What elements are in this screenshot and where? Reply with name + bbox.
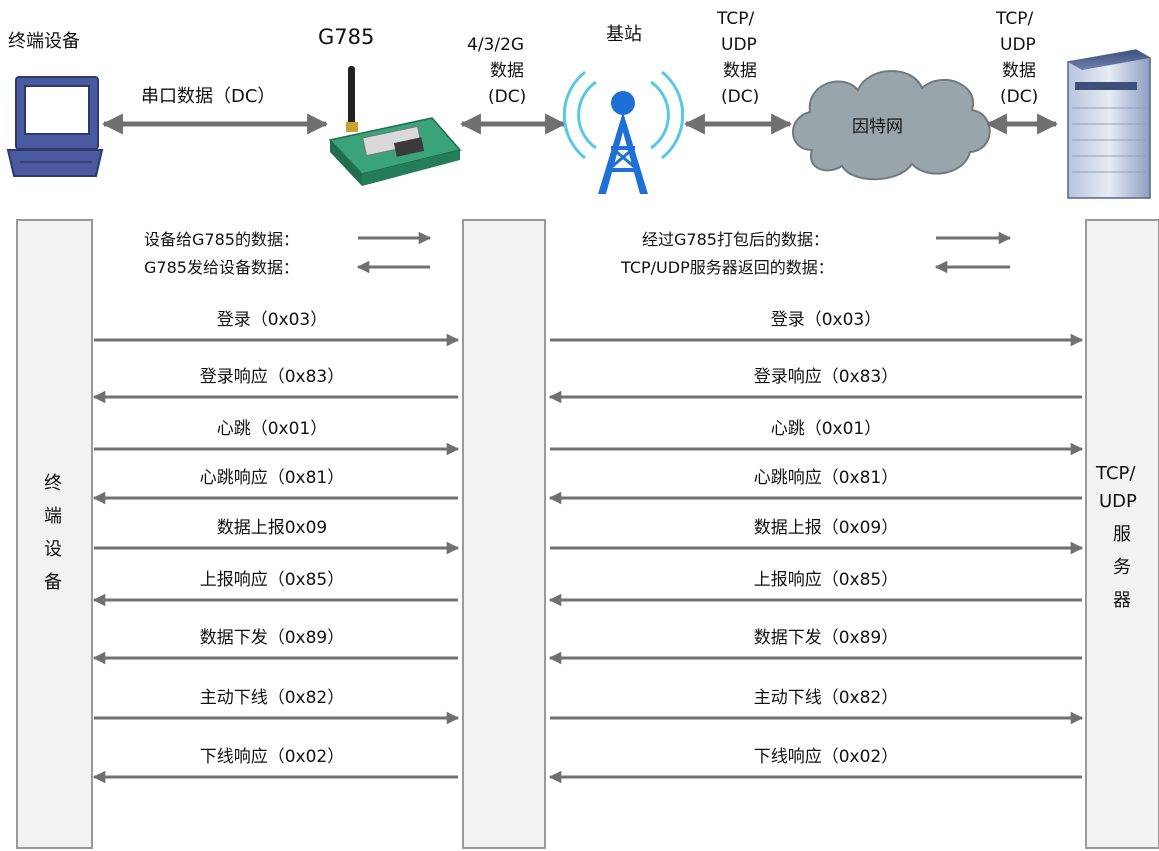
left-message-group: 登录（0x03） 登录响应（0x83） 心跳（0x01） 心跳响应（0x81） 数据上报… — [92, 310, 460, 784]
terminal-col-char-4: 备 — [44, 572, 62, 593]
terminal-lifeline — [16, 219, 93, 849]
tcp-label-3: 数据 — [723, 61, 757, 81]
server-col-line-2: UDP — [1099, 491, 1137, 512]
left-message-label-3: 心跳（0x01） — [217, 419, 328, 439]
right-message-label-4: 心跳响应（0x81） — [754, 468, 899, 488]
right-message-group: 登录（0x03） 登录响应（0x83） 心跳（0x01） 心跳响应（0x81） 数据上报… — [548, 310, 1084, 784]
server-col-line-1: TCP/ — [1095, 463, 1136, 484]
server-col-char-3: 器 — [1113, 590, 1131, 611]
terminal-col-char-2: 端 — [44, 506, 62, 527]
g785-lifeline — [462, 219, 546, 849]
cellular-label-2: 数据 — [490, 61, 524, 81]
internet-label: 因特网 — [852, 117, 903, 137]
right-message-label-2: 登录响应（0x83） — [754, 367, 899, 387]
server-lifeline — [1085, 219, 1159, 849]
legend-server-to-module: TCP/UDP服务器返回的数据： — [620, 258, 834, 277]
monitor-icon — [6, 76, 104, 177]
server-col-char-1: 服 — [1113, 524, 1131, 545]
g785-module-icon — [328, 66, 462, 186]
tcp-label-2: UDP — [721, 35, 757, 55]
tcp-label-1: TCP/ — [716, 9, 755, 29]
srv-label-2: UDP — [1000, 35, 1036, 55]
left-message-label-4: 心跳响应（0x81） — [200, 468, 345, 488]
left-message-label-5: 数据上报0x09 — [217, 518, 328, 538]
right-message-label-7: 数据下发（0x89） — [754, 628, 899, 648]
module-title: G785 — [318, 25, 374, 49]
server-col-char-2: 务 — [1113, 557, 1131, 578]
cellular-label-3: (DC) — [488, 87, 526, 107]
internet-cloud-icon — [792, 70, 991, 181]
cellular-label-1: 4/3/2G — [467, 35, 524, 55]
right-message-label-6: 上报响应（0x85） — [754, 570, 899, 590]
terminal-col-char-1: 终 — [44, 473, 62, 494]
left-message-label-2: 登录响应（0x83） — [200, 367, 345, 387]
srv-label-3: 数据 — [1002, 61, 1036, 81]
terminal-title: 终端设备 — [8, 31, 80, 52]
serial-data-label: 串口数据（DC） — [141, 86, 275, 107]
terminal-col-char-3: 设 — [44, 539, 62, 560]
base-station-icon — [562, 70, 685, 194]
right-message-label-9: 下线响应（0x02） — [754, 747, 899, 767]
right-message-label-3: 心跳（0x01） — [771, 419, 882, 439]
right-message-label-8: 主动下线（0x82） — [754, 688, 899, 708]
legend-left-to-module: 设备给G785的数据： — [144, 230, 299, 249]
right-message-label-5: 数据上报（0x09） — [754, 518, 899, 538]
srv-label-1: TCP/ — [995, 9, 1034, 29]
left-message-label-8: 主动下线（0x82） — [200, 688, 345, 708]
legend-module-to-server: 经过G785打包后的数据： — [642, 230, 829, 249]
tcp-label-4: (DC) — [721, 87, 759, 107]
tower-title: 基站 — [606, 24, 642, 45]
legend-module-to-left: G785发给设备数据： — [144, 258, 299, 277]
left-message-label-7: 数据下发（0x89） — [200, 628, 345, 648]
right-message-label-1: 登录（0x03） — [771, 310, 882, 330]
srv-label-4: (DC) — [1000, 87, 1038, 107]
server-icon — [1067, 49, 1151, 199]
left-message-label-9: 下线响应（0x02） — [200, 747, 345, 767]
left-message-label-6: 上报响应（0x85） — [200, 570, 345, 590]
left-message-label-1: 登录（0x03） — [217, 310, 328, 330]
